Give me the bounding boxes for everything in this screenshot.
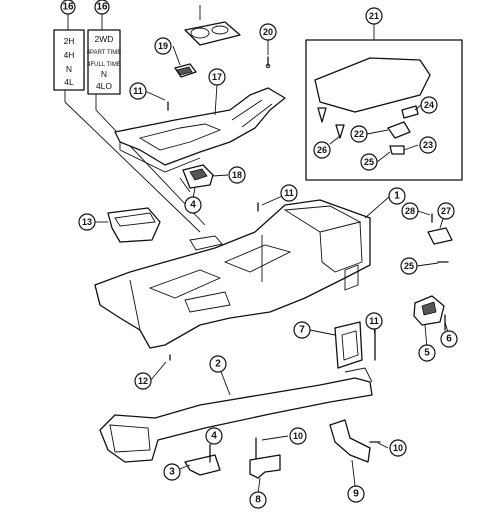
callout-23: 23 xyxy=(419,136,437,154)
callout-2-label: 2 xyxy=(215,359,221,370)
callout-25-inset-label: 25 xyxy=(364,157,374,167)
callout-11-top: 11 xyxy=(129,82,147,100)
shift-pattern-right: 16 2WD 4PART TIME 4FULL TIME N 4LO xyxy=(87,0,206,226)
part-13-bin xyxy=(107,207,161,243)
callout-12-label: 12 xyxy=(138,376,148,386)
callout-20: 20 xyxy=(259,23,277,41)
callout-11-top-label: 11 xyxy=(133,86,143,96)
callout-10-left-label: 10 xyxy=(293,431,303,441)
callout-7-label: 7 xyxy=(299,325,305,336)
callout-11-mid: 11 xyxy=(280,184,298,202)
shift-left-line-2: 4H xyxy=(64,50,75,60)
callout-13: 13 xyxy=(78,213,96,231)
callout-19: 19 xyxy=(154,37,172,55)
shifter-bezel-top xyxy=(184,5,241,46)
part-5-bracket xyxy=(413,295,445,326)
callout-22-label: 22 xyxy=(354,129,364,139)
shift-left-line-1: 2H xyxy=(64,36,75,46)
callout-4-bottom-label: 4 xyxy=(211,431,217,442)
callout-16-left-label: 16 xyxy=(62,2,74,13)
callout-5: 5 xyxy=(418,344,436,362)
callout-4-bottom: 4 xyxy=(205,427,223,445)
shift-pattern-right-box xyxy=(87,29,121,95)
callout-24-label: 24 xyxy=(424,100,434,110)
callout-26: 26 xyxy=(313,141,331,159)
part-2-support xyxy=(99,367,373,463)
callout-11-lower-label: 11 xyxy=(369,316,379,326)
callout-18: 18 xyxy=(228,166,246,184)
shift-right-line-5: 4LO xyxy=(96,81,112,91)
callout-9-label: 9 xyxy=(353,489,359,500)
callout-3-label: 3 xyxy=(169,467,175,478)
shift-right-line-3: 4FULL TIME xyxy=(87,62,121,68)
callout-11-lower: 11 xyxy=(365,312,383,330)
shift-pattern-left: 16 2H 4H N 4L xyxy=(53,0,201,233)
callout-16-right-label: 16 xyxy=(96,2,108,13)
callout-11-mid-label: 11 xyxy=(284,188,294,198)
part-3-bracket xyxy=(184,454,221,476)
armrest-inset xyxy=(305,39,463,181)
callout-10-right-label: 10 xyxy=(393,443,403,453)
callout-6-label: 6 xyxy=(446,334,452,345)
part-9-bracket xyxy=(329,419,371,463)
shift-right-line-1: 2WD xyxy=(95,34,114,44)
callout-20-label: 20 xyxy=(263,27,273,37)
part-7-bracket xyxy=(334,321,363,369)
shift-right-line-2: 4PART TIME xyxy=(87,50,122,56)
callout-25-main-label: 25 xyxy=(404,261,414,271)
shift-right-line-4: N xyxy=(101,69,107,79)
callout-12: 12 xyxy=(134,372,152,390)
callout-5-label: 5 xyxy=(424,348,430,359)
part-1-console xyxy=(94,199,371,349)
callout-7: 7 xyxy=(293,321,311,339)
callout-24: 24 xyxy=(420,96,438,114)
callout-17-label: 17 xyxy=(212,72,222,82)
callout-6: 6 xyxy=(440,330,458,348)
part-19-switch xyxy=(174,63,197,78)
callout-25-inset: 25 xyxy=(360,153,378,171)
callout-9: 9 xyxy=(347,485,365,503)
callout-17: 17 xyxy=(208,68,226,86)
callout-4-top: 4 xyxy=(184,196,202,214)
part-8-bracket xyxy=(249,454,281,479)
callout-2: 2 xyxy=(209,355,227,373)
callout-26-label: 26 xyxy=(317,145,327,155)
callout-27: 27 xyxy=(437,202,455,220)
callout-10-left: 10 xyxy=(289,427,307,445)
callout-21: 21 xyxy=(365,7,383,25)
part-27-switch xyxy=(427,227,453,245)
callout-4-top-label: 4 xyxy=(190,200,196,211)
callout-23-label: 23 xyxy=(423,140,433,150)
part-20-screw xyxy=(265,56,271,69)
callout-8-label: 8 xyxy=(255,495,261,506)
callout-10-right: 10 xyxy=(389,439,407,457)
callout-1: 1 xyxy=(388,187,406,205)
callout-28-label: 28 xyxy=(405,206,415,216)
callout-3: 3 xyxy=(163,463,181,481)
callout-27-label: 27 xyxy=(441,206,451,216)
shift-left-line-4: 4L xyxy=(64,77,74,87)
callout-8: 8 xyxy=(249,491,267,509)
callout-19-label: 19 xyxy=(158,41,168,51)
callout-25-main: 25 xyxy=(400,257,418,275)
callout-1-label: 1 xyxy=(394,191,400,202)
callout-13-label: 13 xyxy=(82,217,92,227)
callouts: 1 2 3 4 4 5 6 7 xyxy=(78,7,458,509)
callout-28: 28 xyxy=(401,202,419,220)
shift-pattern-left-box xyxy=(53,29,85,91)
part-17-bezel xyxy=(114,87,286,173)
callout-18-label: 18 xyxy=(232,170,242,180)
callout-21-label: 21 xyxy=(369,11,379,21)
part-18-switch xyxy=(179,164,214,193)
shift-left-line-3: N xyxy=(66,64,72,74)
callout-22: 22 xyxy=(350,125,368,143)
